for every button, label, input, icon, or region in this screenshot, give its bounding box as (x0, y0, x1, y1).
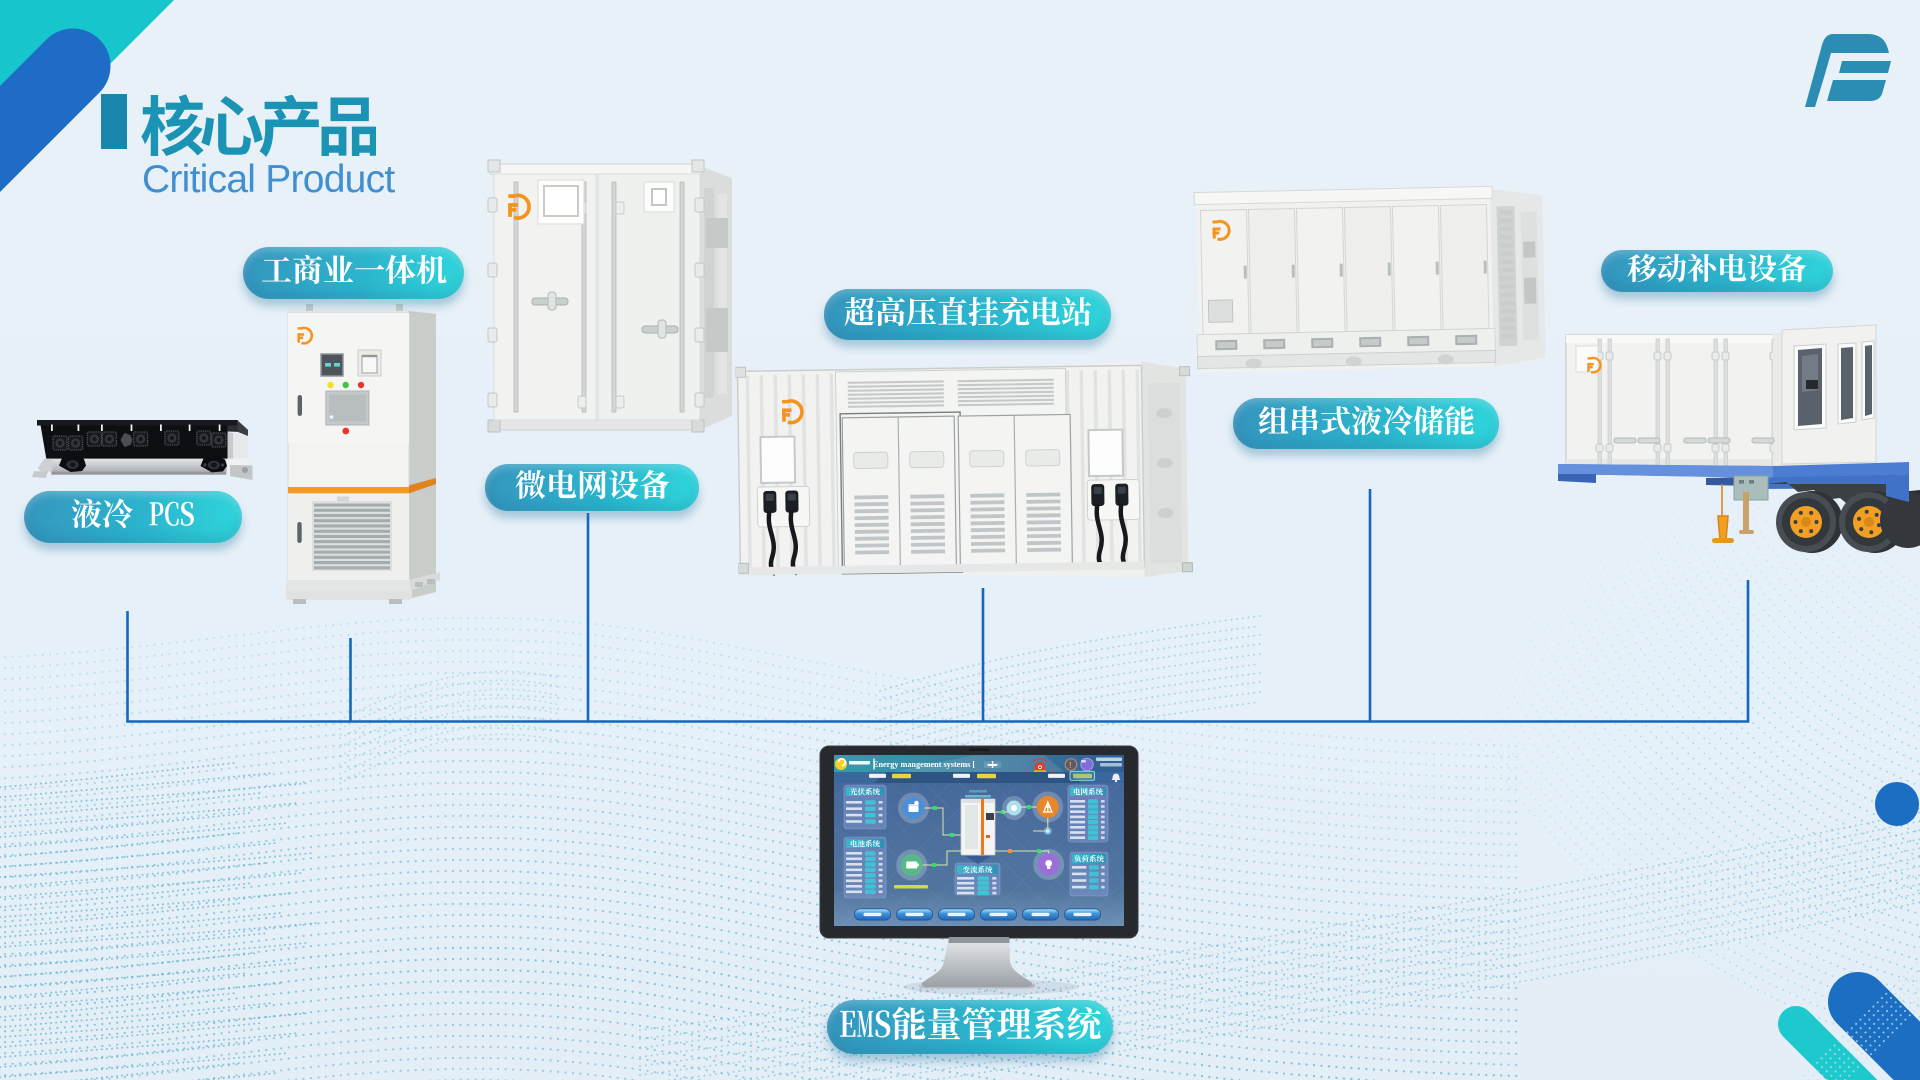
svg-text:]: ] (991, 759, 994, 769)
svg-text:Energy mangement systems [: Energy mangement systems [ (873, 760, 975, 769)
svg-text:!: ! (1069, 761, 1072, 770)
